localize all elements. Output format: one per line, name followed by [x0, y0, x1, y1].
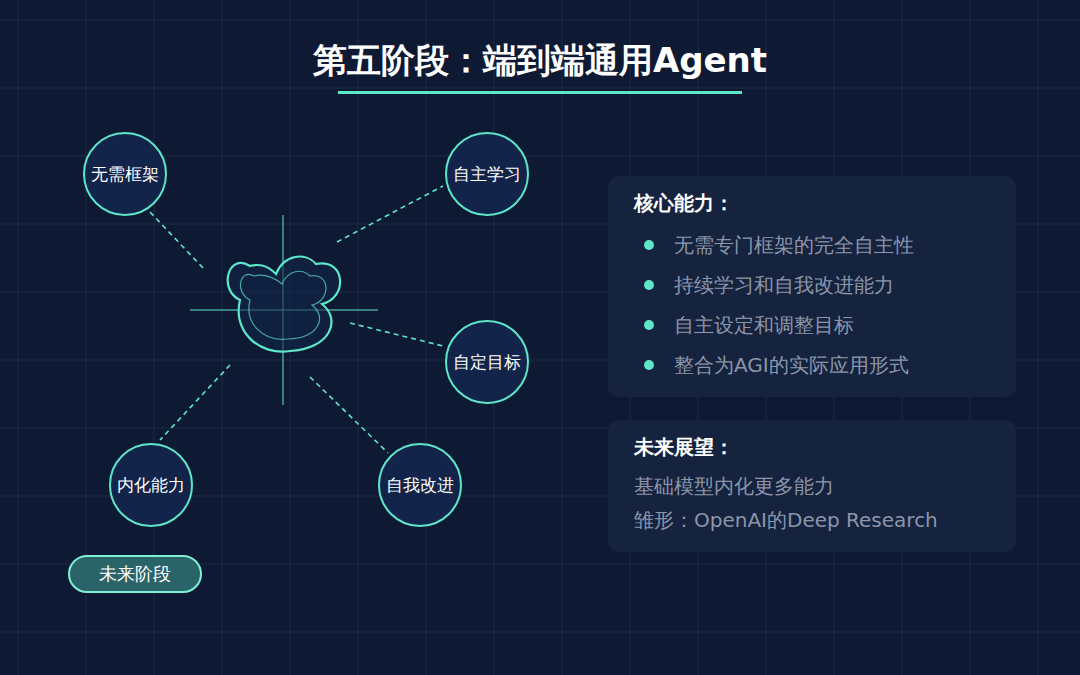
- info-panel: 未来展望： 基础模型内化更多能力雏形：OpenAI的Deep Research: [608, 420, 1016, 552]
- feature-circle: 无需框架: [83, 132, 167, 216]
- agent-shape-inner: [240, 271, 326, 339]
- node-label: 内化能力: [117, 474, 185, 497]
- node-label: 自我改进: [386, 474, 454, 497]
- feature-circle: 自我改进: [378, 443, 462, 527]
- page-title: 第五阶段：端到端通用Agent: [0, 38, 1080, 84]
- panel-item: 自主设定和调整目标: [634, 305, 996, 345]
- leader-lines: [150, 186, 443, 453]
- info-panel: 核心能力： 无需专门框架的完全自主性持续学习和自我改进能力自主设定和调整目标整合为…: [608, 176, 1016, 397]
- panel-item: 无需专门框架的完全自主性: [634, 225, 996, 265]
- panel-item: 基础模型内化更多能力: [634, 469, 996, 503]
- stage-tag: 未来阶段: [68, 555, 202, 593]
- panel-item: 整合为AGI的实际应用形式: [634, 345, 996, 385]
- panel-heading: 核心能力：: [634, 190, 996, 217]
- panel-item: 持续学习和自我改进能力: [634, 265, 996, 305]
- node-label: 未来阶段: [99, 562, 171, 586]
- panel-heading: 未来展望：: [634, 434, 996, 461]
- node-label: 无需框架: [91, 163, 159, 186]
- crosshair: [190, 215, 378, 405]
- node-label: 自主学习: [453, 163, 521, 186]
- agent-shape: [228, 257, 340, 352]
- feature-circle: 自定目标: [445, 320, 529, 404]
- panel-item: 雏形：OpenAI的Deep Research: [634, 503, 996, 537]
- feature-circle: 内化能力: [109, 443, 193, 527]
- feature-circle: 自主学习: [445, 132, 529, 216]
- node-label: 自定目标: [453, 351, 521, 374]
- title-underline: [338, 91, 742, 94]
